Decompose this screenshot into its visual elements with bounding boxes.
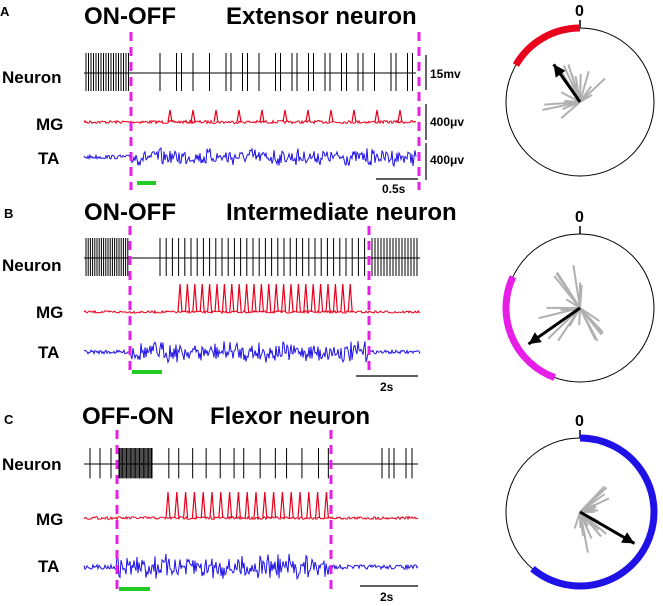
panel-b: B ON-OFF Intermediate neuron Neuron MG T… — [2, 199, 655, 394]
time-scale-label: 0.5s — [382, 182, 406, 196]
mg-amplitude-scale-label: 400μv — [430, 115, 464, 129]
row-label-ta: TA — [38, 149, 59, 168]
firing-pattern-label: OFF-ON — [82, 403, 174, 430]
firing-pattern-label: ON-OFF — [84, 3, 176, 30]
ta-emg-trace — [83, 553, 419, 581]
row-label-ta: TA — [38, 343, 59, 362]
mg-burst-peaks — [177, 283, 353, 313]
neuron-spike-trace — [84, 448, 418, 479]
polar-plot-a: 0 — [505, 3, 655, 177]
mg-burst-peaks — [165, 491, 329, 519]
panel-c: C OFF-ON Flexor neuron Neuron MG TA 2s 0 — [2, 403, 658, 604]
panel-a: A ON-OFF Extensor neuron Neuron MG TA 15… — [0, 3, 655, 196]
mean-vector-arrowhead — [621, 532, 635, 544]
firing-pattern-label: ON-OFF — [84, 199, 176, 226]
neuron-type-label: Extensor neuron — [226, 3, 417, 30]
polar-plot-c: 0 — [505, 413, 658, 590]
row-label-mg: MG — [36, 115, 63, 134]
mg-burst-peaks — [167, 109, 403, 123]
zero-label: 0 — [575, 3, 584, 20]
ta-emg-trace — [83, 146, 417, 168]
zero-label: 0 — [575, 209, 584, 226]
ta-amplitude-scale-label: 400μv — [430, 153, 464, 167]
panel-letter: B — [4, 206, 13, 221]
row-label-mg: MG — [36, 510, 63, 529]
panel-letter: C — [4, 412, 14, 427]
zero-label: 0 — [575, 413, 584, 430]
row-label-mg: MG — [36, 303, 63, 322]
time-scale-label: 2s — [380, 590, 394, 604]
neuron-spike-trace — [84, 238, 420, 276]
traces-b — [83, 226, 421, 374]
mg-emg-trace — [83, 119, 417, 125]
mean-vector-arrowhead — [528, 332, 542, 345]
phase-arc — [530, 434, 658, 590]
ta-emg-trace — [83, 341, 421, 365]
mg-emg-trace — [83, 515, 419, 521]
polar-plot-b: 0 — [502, 209, 655, 383]
panel-letter: A — [0, 4, 10, 19]
neuron-amplitude-scale-label: 15mv — [430, 67, 461, 81]
mean-vector-arrowhead — [553, 64, 566, 78]
row-label-ta: TA — [38, 557, 59, 576]
traces-a — [83, 32, 421, 190]
neuron-type-label: Intermediate neuron — [226, 199, 457, 226]
row-label-neuron: Neuron — [2, 68, 62, 87]
phase-arc — [502, 275, 556, 381]
time-scale-label: 2s — [380, 380, 394, 394]
traces-c — [83, 430, 419, 591]
phase-histogram-sticks — [538, 264, 604, 342]
row-label-neuron: Neuron — [2, 256, 62, 275]
neuron-spike-trace — [84, 53, 416, 91]
neuron-type-label: Flexor neuron — [210, 403, 370, 430]
phase-arc — [512, 24, 581, 67]
row-label-neuron: Neuron — [2, 455, 62, 474]
